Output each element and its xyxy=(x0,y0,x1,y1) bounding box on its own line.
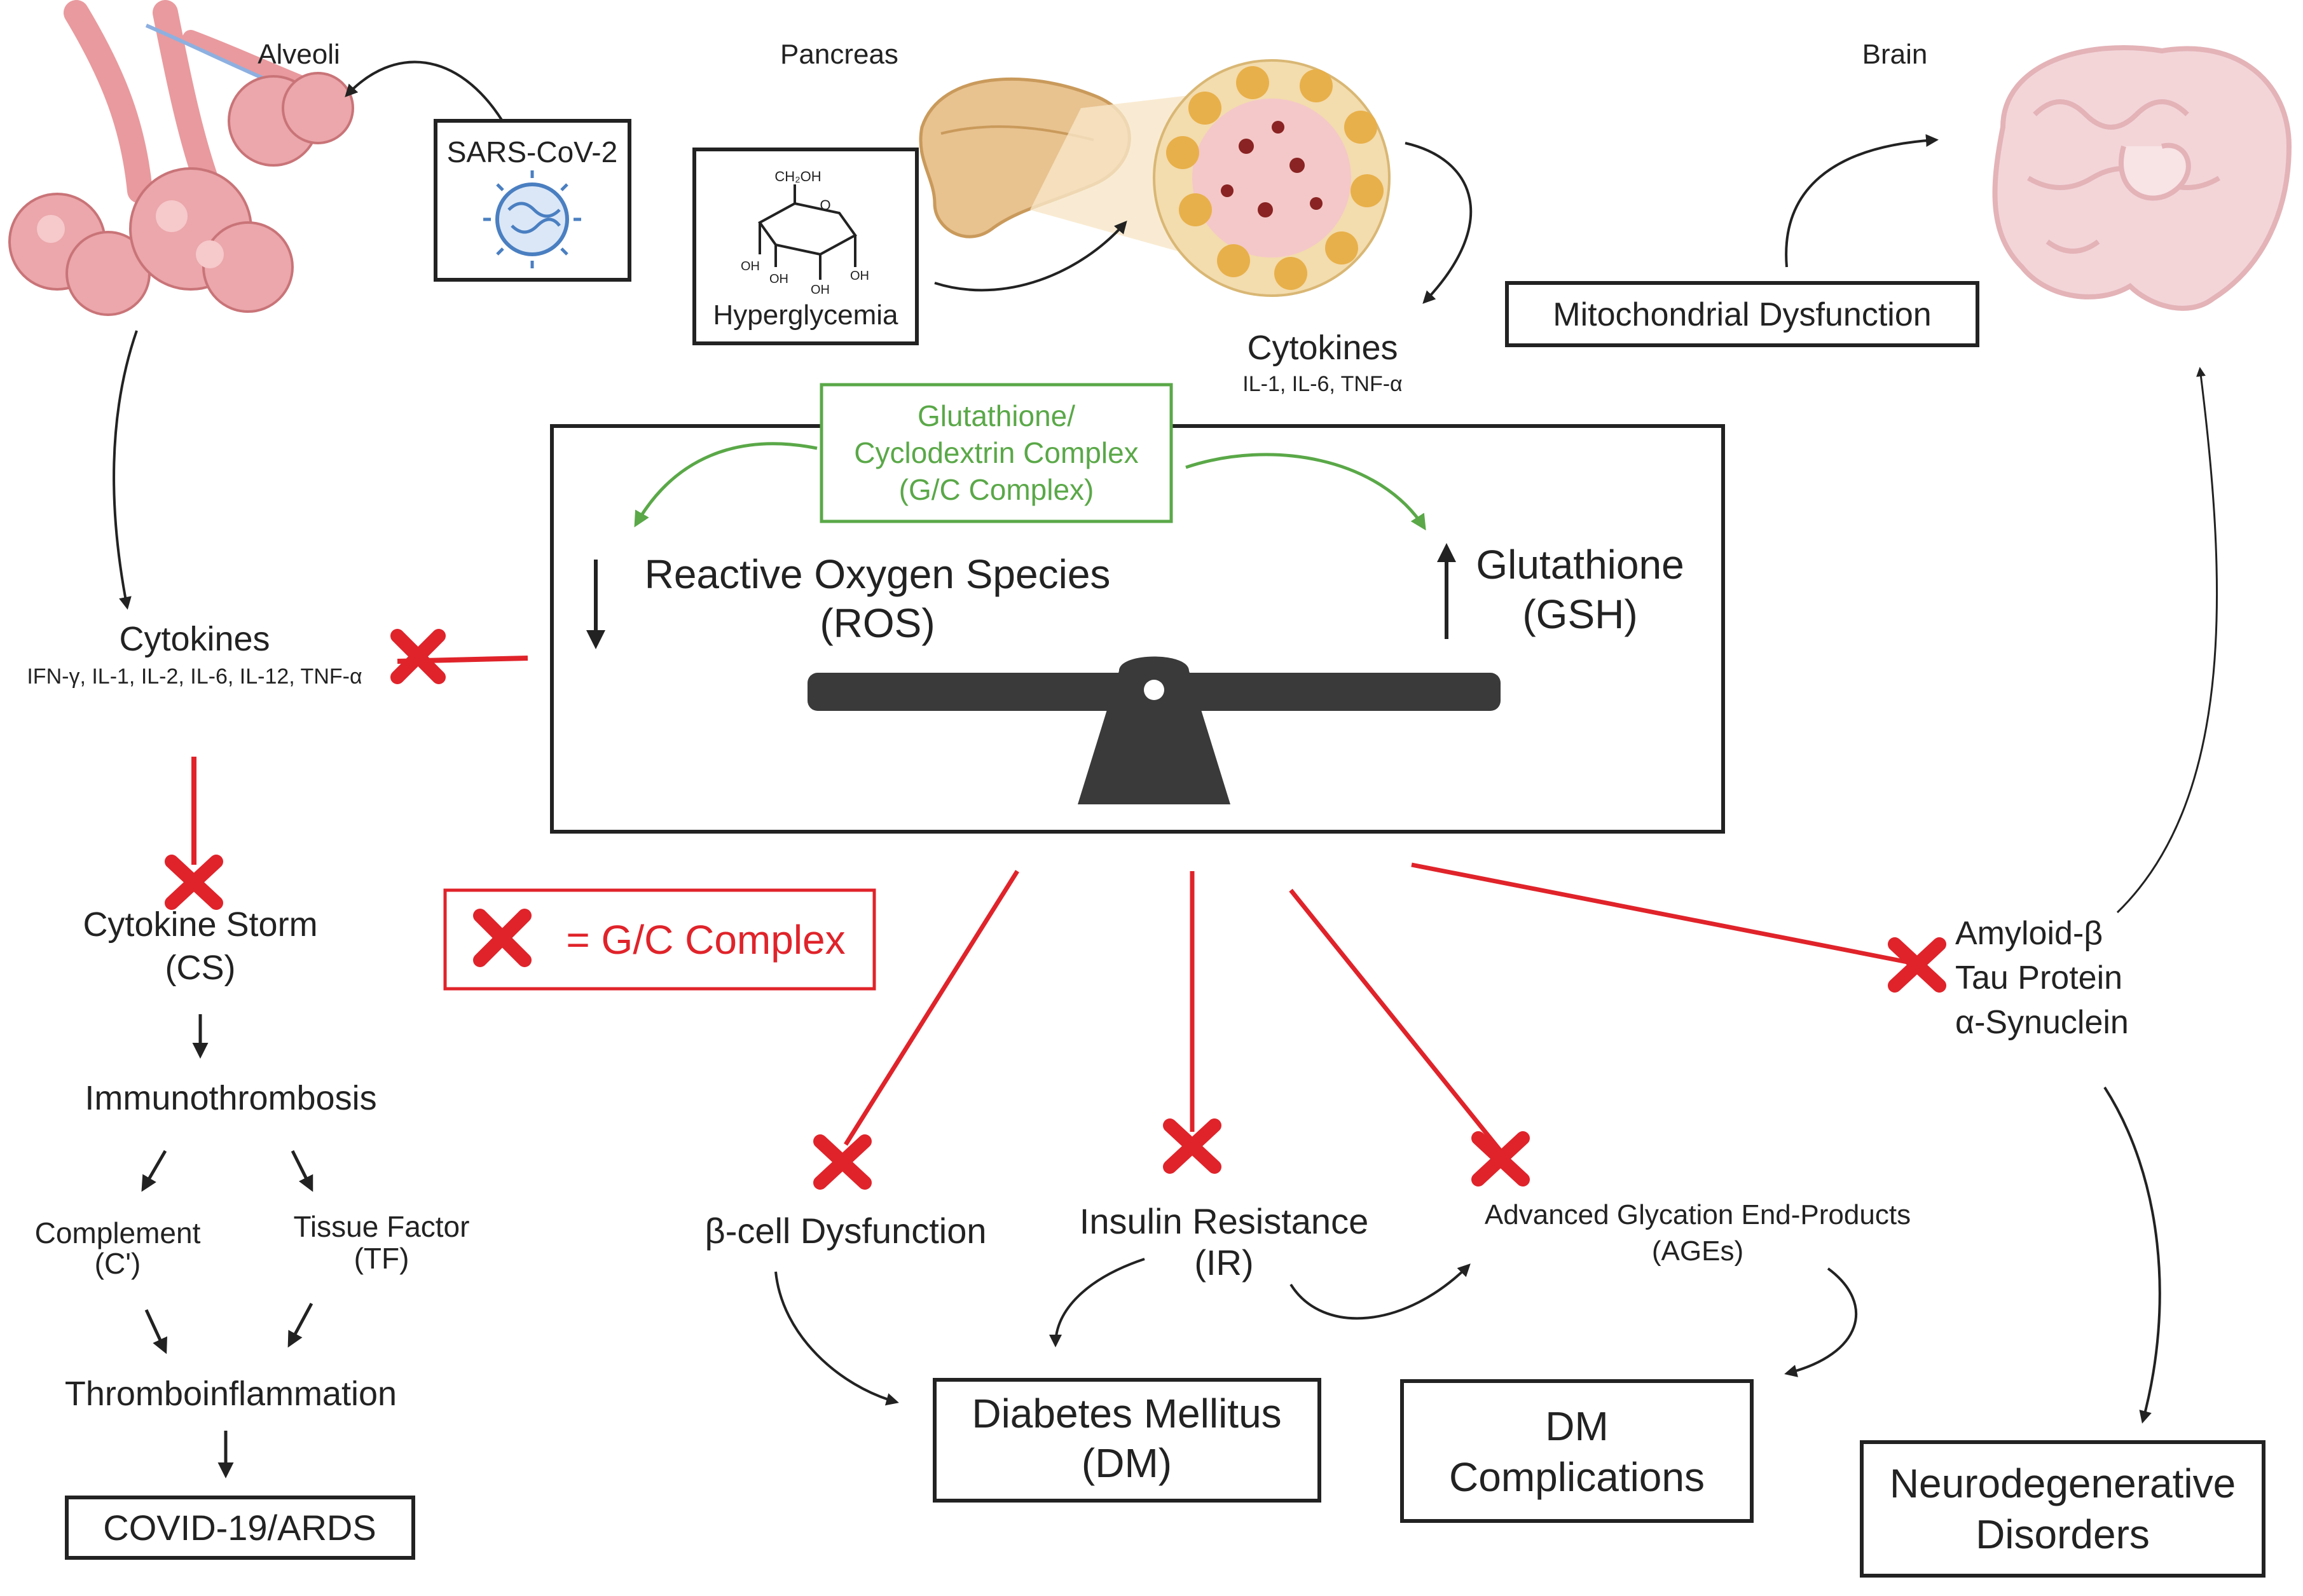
arrow-amyloid-to-brain xyxy=(2116,367,2218,914)
diabetes-mellitus-box xyxy=(933,1378,1321,1503)
alveoli-label: Alveoli xyxy=(258,39,340,70)
balance-scale-icon xyxy=(808,656,1501,804)
gc-complex-line2: Cyclodextrin Complex xyxy=(854,436,1138,469)
gsh-line2: (GSH) xyxy=(1522,591,1637,637)
inhibition-line-ages xyxy=(1289,888,1502,1153)
mitochondrial-dysfunction-box xyxy=(1505,281,1979,347)
arrow-immuno-to-tf xyxy=(291,1150,313,1192)
tau-protein-label: Tau Protein xyxy=(1955,960,2122,996)
brain-label: Brain xyxy=(1862,39,1928,70)
inhibition-line-amyloid xyxy=(1411,862,1915,966)
dm-line2: (DM) xyxy=(1082,1440,1172,1486)
neuro-line1: Neurodegenerative xyxy=(1890,1461,2236,1506)
complement-line1: Complement xyxy=(35,1216,201,1249)
glucose-ch2oh-label: CH₂OH xyxy=(774,169,821,184)
ros-line2: (ROS) xyxy=(820,600,935,646)
glucose-ring-oxygen: O xyxy=(820,197,830,213)
ir-line1: Insulin Resistance xyxy=(1080,1201,1368,1241)
ages-inhibit-x-icon xyxy=(1471,1131,1530,1187)
ages-line1: Advanced Glycation End-Products xyxy=(1485,1199,1911,1230)
immunothrombosis-label: Immunothrombosis xyxy=(85,1079,376,1117)
brain-icon xyxy=(1992,45,2292,311)
arrow-ages-to-dmc xyxy=(1784,1267,1858,1377)
arrow-beta-to-dm xyxy=(774,1271,899,1406)
glucose-oh-2: OH xyxy=(769,272,788,286)
glucose-molecule-icon xyxy=(758,184,857,280)
gc-complex-line1: Glutathione/ xyxy=(918,399,1075,432)
thromboinflammation-label: Thromboinflammation xyxy=(65,1375,397,1413)
arrow-alveoli-to-cytokines xyxy=(113,330,138,610)
cytokines-top-list: IL-1, IL-6, TNF-α xyxy=(1242,372,1402,396)
dm-complications-box xyxy=(1400,1379,1754,1523)
cytokines-left-list: IFN-γ, IL-1, IL-2, IL-6, IL-12, TNF-α xyxy=(27,664,362,689)
arrow-pancreas-to-cytokines xyxy=(1405,142,1473,304)
cytokine-storm-line1: Cytokine Storm xyxy=(83,905,317,944)
legend-label: = G/C Complex xyxy=(566,917,845,963)
arrow-immuno-to-complement xyxy=(141,1150,167,1192)
ir-line2: (IR) xyxy=(1194,1242,1253,1283)
arrow-ir-to-ages xyxy=(1289,1263,1471,1320)
amyloid-inhibit-x-icon xyxy=(1888,937,1946,993)
pancreas-label: Pancreas xyxy=(780,39,898,70)
arrow-mito-to-brain xyxy=(1785,134,1939,268)
tissue-factor-line2: (TF) xyxy=(354,1242,409,1275)
complement-line2: (C') xyxy=(95,1247,141,1280)
hyperglycemia-label: Hyperglycemia xyxy=(713,299,899,331)
storm-inhibit-x-icon xyxy=(165,855,223,910)
dm-line1: Diabetes Mellitus xyxy=(972,1391,1281,1436)
arrow-gc-to-ros xyxy=(634,442,818,528)
lungs-alveoli-icon xyxy=(8,0,354,316)
arrow-ir-to-dm xyxy=(1049,1258,1145,1347)
arrow-sars-to-alveoli xyxy=(345,60,504,122)
mitochondrial-dysfunction-label: Mitochondrial Dysfunction xyxy=(1553,296,1931,333)
arrow-gc-to-gsh xyxy=(1185,453,1426,531)
gsh-line1: Glutathione xyxy=(1476,542,1684,588)
pancreas-icon xyxy=(919,59,1391,297)
ages-line2: (AGEs) xyxy=(1652,1235,1743,1267)
gc-complex-line3: (G/C Complex) xyxy=(899,473,1094,506)
dmc-line2: Complications xyxy=(1449,1454,1705,1500)
cytokines-top-label: Cytokines xyxy=(1247,329,1398,367)
alpha-synuclein-label: α-Synuclein xyxy=(1955,1004,2129,1041)
beta-inhibit-x-icon xyxy=(813,1134,872,1190)
beta-cell-label: β-cell Dysfunction xyxy=(705,1211,986,1251)
arrow-tf-to-thrombo xyxy=(287,1302,313,1348)
inhibition-line-beta xyxy=(844,870,1019,1146)
covid-ards-label: COVID-19/ARDS xyxy=(103,1508,376,1548)
covid-ards-box xyxy=(65,1496,415,1560)
arrow-amyloid-to-neuro xyxy=(2103,1086,2161,1424)
arrow-complement-to-thrombo xyxy=(144,1309,167,1354)
arrow-hyperglycemia-to-pancreas xyxy=(934,220,1127,292)
gc-complex-box xyxy=(820,383,1173,523)
glucose-oh-3: OH xyxy=(811,283,830,297)
glucose-oh-1: OH xyxy=(741,259,760,273)
legend-box xyxy=(443,888,876,991)
cytokines-inhibit-x-icon xyxy=(390,629,446,684)
sars-cov-2-label: SARS-CoV-2 xyxy=(447,135,617,169)
amyloid-beta-label: Amyloid-β xyxy=(1955,915,2103,952)
cytokine-storm-line2: (CS) xyxy=(165,949,236,987)
neuro-line2: Disorders xyxy=(1976,1511,2150,1557)
dmc-line1: DM xyxy=(1545,1403,1609,1449)
ir-inhibit-x-icon xyxy=(1163,1118,1221,1174)
legend-x-icon xyxy=(473,909,532,967)
hyperglycemia-box xyxy=(692,148,919,345)
cytokines-left-label: Cytokines xyxy=(119,620,270,658)
neurodegenerative-box xyxy=(1860,1440,2265,1578)
ros-line1: Reactive Oxygen Species xyxy=(645,551,1111,597)
tissue-factor-line1: Tissue Factor xyxy=(294,1210,470,1243)
glucose-oh-4: OH xyxy=(850,269,869,283)
virus-icon xyxy=(483,170,581,268)
